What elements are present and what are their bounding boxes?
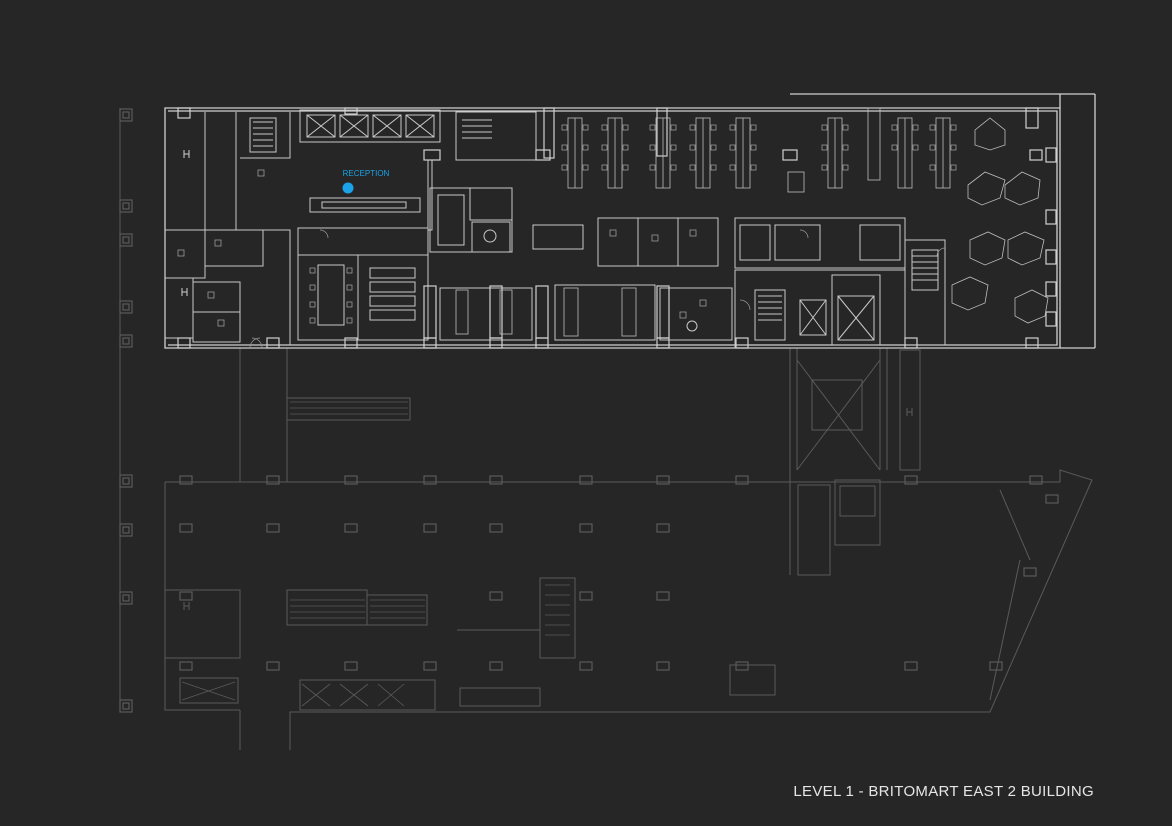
lift-markers xyxy=(181,150,913,610)
workstation-banks xyxy=(455,107,951,337)
level1-columns xyxy=(177,107,1057,349)
level1-outer-walls xyxy=(164,93,1096,349)
lower-floor-columns xyxy=(119,108,1059,713)
pod-workstations xyxy=(951,117,1049,324)
chairs xyxy=(177,124,957,327)
reception-label: RECEPTION xyxy=(343,169,390,178)
level1-interior-walls xyxy=(164,109,946,349)
reception-location-dot xyxy=(342,182,354,194)
reception-marker: RECEPTION xyxy=(342,169,390,194)
drawing-title: LEVEL 1 - BRITOMART EAST 2 BUILDING xyxy=(793,783,1094,800)
lower-floor-stairs xyxy=(181,401,570,707)
doors xyxy=(249,229,946,349)
